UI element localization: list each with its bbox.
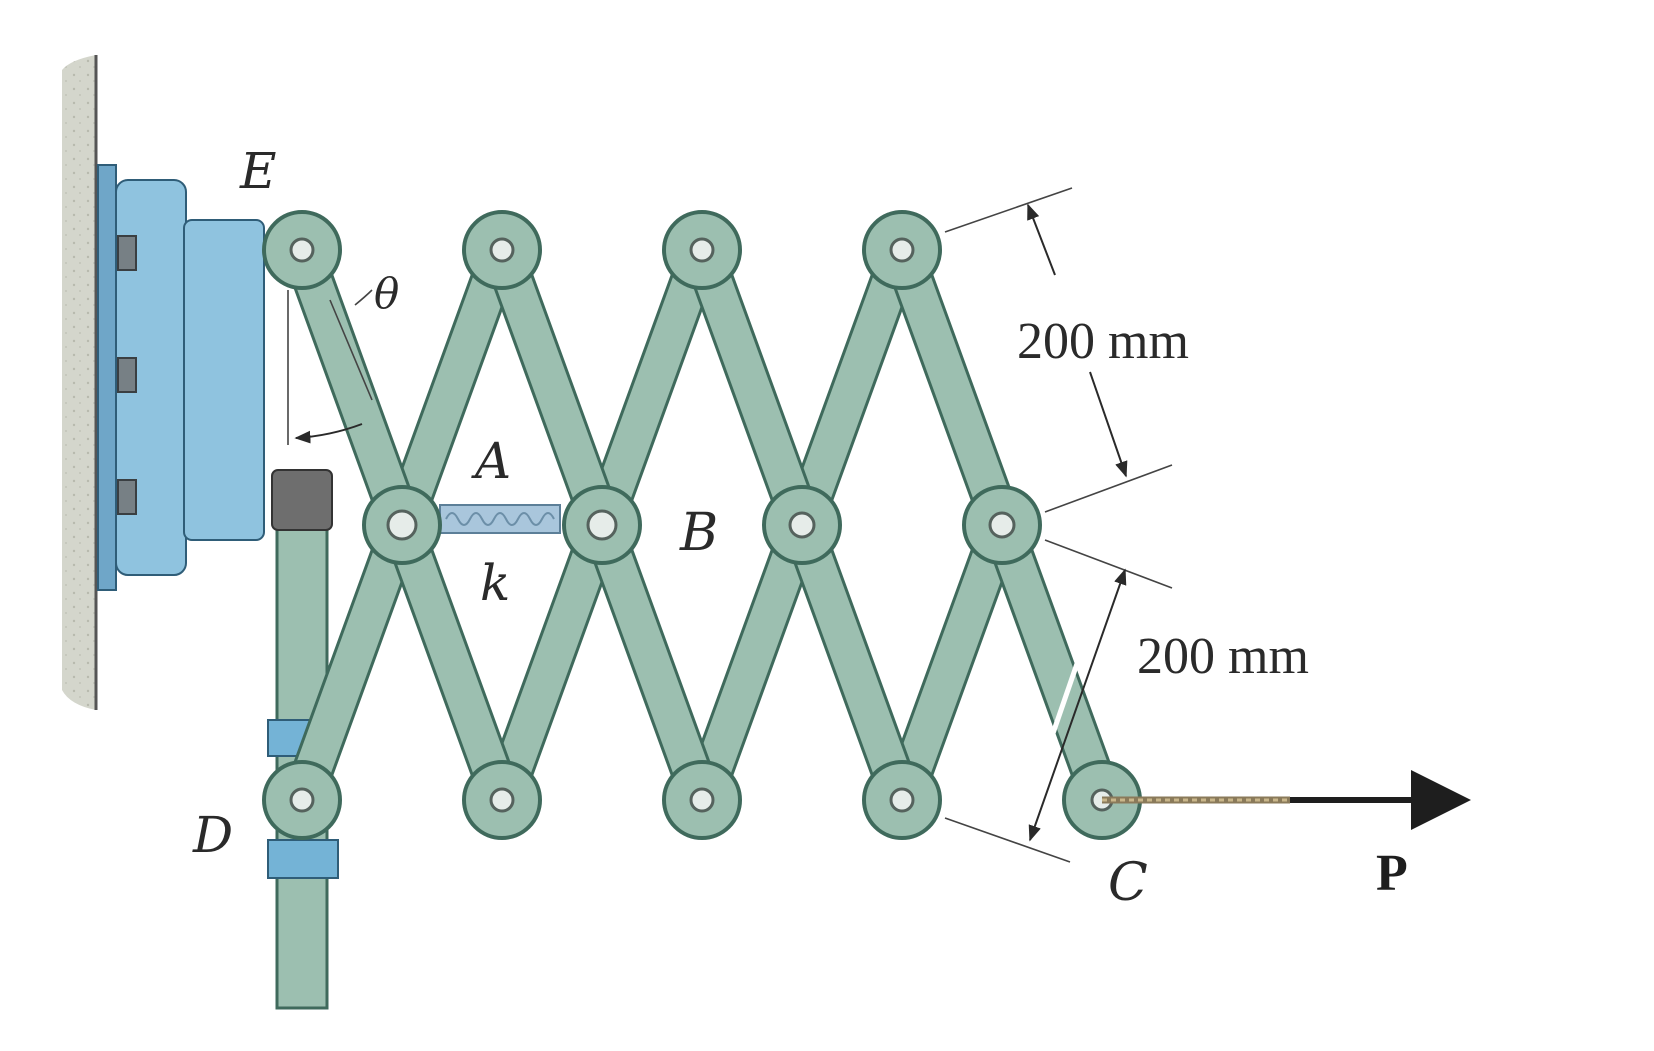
wall-bracket — [97, 164, 265, 591]
spring-k — [439, 504, 561, 534]
wall — [62, 55, 96, 710]
dimension-top — [944, 187, 1173, 513]
label-theta: θ — [374, 269, 399, 318]
label-P: P — [1376, 845, 1408, 902]
label-D: D — [192, 806, 233, 864]
label-E: E — [239, 142, 277, 200]
label-B: B — [679, 503, 718, 563]
dimension-top-label: 200 mm — [1017, 313, 1189, 370]
theta-indicator — [287, 289, 373, 445]
dimension-bottom-label: 200 mm — [1137, 628, 1309, 685]
dimension-bottom — [944, 539, 1173, 863]
joints — [262, 210, 1142, 840]
label-A: A — [471, 432, 511, 490]
label-C: C — [1108, 853, 1148, 913]
label-k: k — [480, 554, 510, 612]
